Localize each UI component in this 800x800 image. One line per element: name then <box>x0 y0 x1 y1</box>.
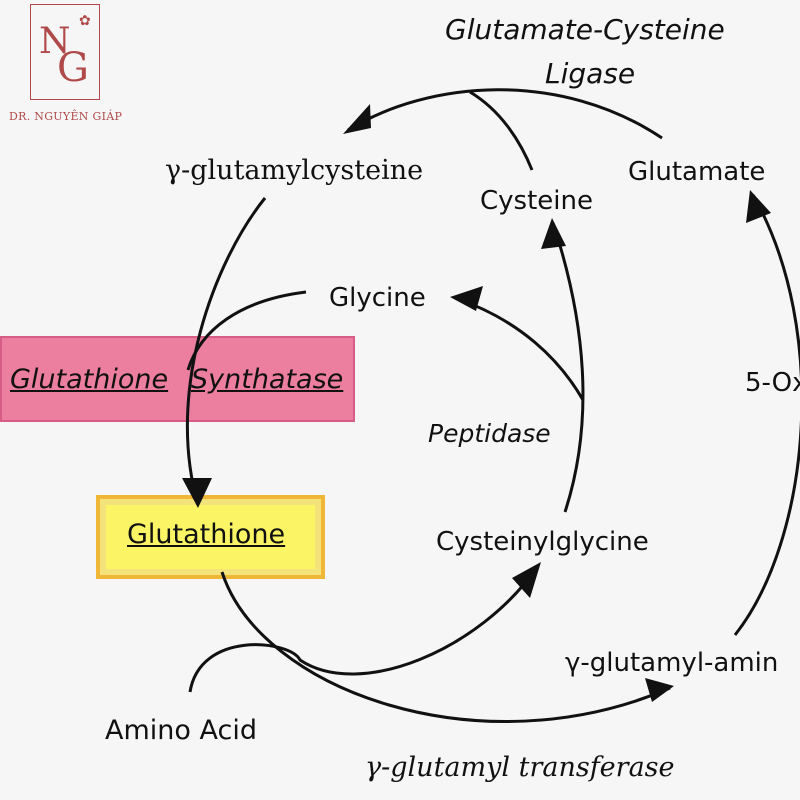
arrowhead-cysteine <box>541 218 566 249</box>
glutamate-label: Glutamate <box>628 157 766 187</box>
arrowhead-glutamylcysteine <box>343 104 371 134</box>
glycine-label: Glycine <box>329 283 426 313</box>
arrow-cysteine-join <box>469 90 534 171</box>
arrow-peptidase-to-cysteine <box>551 222 585 513</box>
arrowhead-glutamate <box>746 190 771 223</box>
gamma-glutamyl-amino-label-partial: γ-glutamyl-amin <box>565 648 779 678</box>
glutathione-label: Glutathione <box>127 519 286 550</box>
gamma-glutamylcysteine-label: γ-glutamylcysteine <box>165 155 424 186</box>
logo-letter-n: N <box>39 21 71 62</box>
synthatase-label-part2: Synthatase <box>191 364 344 395</box>
rose-icon: ✿ <box>79 13 91 29</box>
oxoproline-label-partial: 5-Ox <box>745 368 800 398</box>
cysteinylglycine-label: Cysteinylglycine <box>436 527 649 557</box>
arrow-glycine-join <box>186 290 307 371</box>
arrow-aminoacid-to-cysteinylglycine <box>188 565 540 693</box>
peptidase-label: Peptidase <box>428 419 551 448</box>
logo-letter-g: G <box>57 45 89 91</box>
arrow-glutathione-to-glutamylamino <box>220 571 671 723</box>
arrowhead-glycine <box>450 286 483 311</box>
cysteine-label: Cysteine <box>480 186 593 216</box>
ligase-label-line1: Glutamate-Cysteine <box>445 13 725 46</box>
arrow-glutamylamino-to-glutamate <box>733 194 800 636</box>
arrow-glutamylcysteine-to-glutathione <box>185 197 267 506</box>
transferase-label: γ-glutamyl transferase <box>365 752 675 783</box>
arrowhead-glutamylamino <box>645 678 674 702</box>
glutathione-box <box>96 495 325 579</box>
glutathione-synthatase-box <box>0 336 355 422</box>
arrow-glutamate-to-glutamylcysteine <box>347 88 663 140</box>
synthatase-label-part1: Glutathione <box>10 364 169 395</box>
amino-acid-label: Amino Acid <box>105 715 257 746</box>
ligase-label-line2: Ligase <box>545 57 636 90</box>
logo-caption: DR. NGUYÊN GIÁP <box>9 110 123 123</box>
arrowhead-glutathione <box>182 478 212 508</box>
arrow-peptidase-to-glycine <box>454 296 585 401</box>
arrowhead-cysteinylglycine <box>512 562 541 598</box>
logo-monogram: N G ✿ <box>30 4 100 100</box>
